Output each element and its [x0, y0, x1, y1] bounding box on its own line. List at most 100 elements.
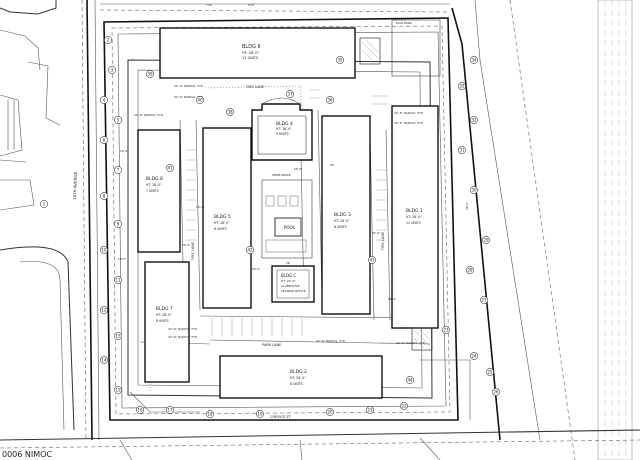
- typ-label-1: TYP.: [247, 3, 254, 7]
- svg-text:23: 23: [443, 328, 449, 333]
- keynote-tag: 41: [166, 164, 174, 172]
- keynote-tag: 40: [196, 96, 204, 104]
- dimension-7: 18'-0": [118, 257, 127, 261]
- building-4-units: 3 UNITS: [276, 132, 289, 136]
- buildings-layer: BLDG 6 HT: 26'-0" 11 UNITS BLDG 4 HT: 16…: [137, 27, 439, 399]
- building-5: [202, 127, 252, 309]
- dimension-11: 26': [330, 163, 335, 167]
- svg-text:15: 15: [115, 388, 121, 393]
- building-1-name: BLDG 1: [406, 208, 423, 214]
- svg-text:19: 19: [257, 412, 263, 417]
- dimension-9: 58'-0": [465, 201, 469, 210]
- building-4-name: BLDG 4: [276, 121, 293, 127]
- svg-text:41: 41: [167, 166, 173, 171]
- keynote-tag: 4: [100, 96, 108, 104]
- building-1-units: 11 UNITS: [406, 221, 421, 225]
- svg-text:13: 13: [115, 334, 121, 339]
- keynote-tag: 30: [470, 186, 478, 194]
- building-3-name: BLDG 3: [334, 212, 351, 218]
- keynote-tag: 9: [114, 220, 122, 228]
- site-details: DOG PARK: [129, 19, 471, 420]
- svg-text:20: 20: [327, 410, 333, 415]
- keynote-tag: 10: [100, 246, 108, 254]
- keynote-tag: 2: [104, 36, 112, 44]
- svg-text:37: 37: [287, 92, 293, 97]
- building-8: [137, 129, 181, 253]
- keynote-tag: 1: [40, 200, 48, 208]
- building-8-units: 7 UNITS: [146, 189, 159, 193]
- svg-text:2: 2: [107, 38, 110, 43]
- svg-text:9: 9: [117, 222, 120, 227]
- building-6: [159, 27, 356, 79]
- keynote-tag: 12: [100, 306, 108, 314]
- keynote-tag: 13: [114, 332, 122, 340]
- leasing-office-label: LEASING OFFICE: [281, 289, 306, 293]
- keynote-tag: 20: [326, 408, 334, 416]
- building-2-height: HT: 28'-0": [290, 376, 306, 380]
- dimension-3: 20'-0": [252, 267, 261, 271]
- keynote-tag: 36: [326, 96, 334, 104]
- keynote-tag: 8: [100, 192, 108, 200]
- pool-area: POOL OPEN SPACE: [261, 173, 313, 259]
- svg-text:42: 42: [247, 248, 253, 253]
- svg-text:28: 28: [467, 268, 473, 273]
- svg-text:12: 12: [101, 308, 107, 313]
- keynote-tag: 39: [146, 70, 154, 78]
- svg-text:16: 16: [137, 408, 143, 413]
- building-8-height: HT: 28'-0": [146, 183, 162, 187]
- radius-note-4: 32'-6" RADIUS, TYP.: [394, 111, 423, 115]
- svg-text:24: 24: [471, 354, 477, 359]
- keynote-tag: 29: [482, 236, 490, 244]
- dimension-1: 24'-0": [182, 243, 191, 247]
- building-8-name: BLDG 8: [146, 176, 163, 182]
- svg-text:39: 39: [147, 72, 153, 77]
- svg-text:34: 34: [471, 58, 477, 63]
- svg-text:3: 3: [111, 68, 114, 73]
- building-7-units: 8 UNITS: [156, 319, 169, 323]
- keynote-tag: 26: [492, 388, 500, 396]
- svg-text:4: 4: [103, 98, 106, 103]
- fire-lane-label-west: FIRE LANE: [191, 242, 195, 260]
- svg-text:14: 14: [101, 358, 107, 363]
- clubhouse-use: CLUBHOUSE: [281, 284, 300, 288]
- typ-label-2: TYP.: [205, 3, 212, 7]
- open-space-label: OPEN SPACE: [272, 173, 291, 177]
- svg-text:7: 7: [117, 168, 120, 173]
- keynote-tag: 37: [286, 90, 294, 98]
- building-2-name: BLDG 2: [290, 369, 307, 375]
- svg-text:44: 44: [407, 378, 413, 383]
- building-5-name: BLDG 5: [214, 214, 231, 220]
- building-5-units: 8 UNITS: [214, 227, 227, 231]
- keynote-tag: 15: [114, 386, 122, 394]
- svg-text:43: 43: [369, 258, 375, 263]
- keynote-tag: 22: [400, 402, 408, 410]
- svg-text:32: 32: [471, 118, 477, 123]
- keynote-tag: 3: [108, 66, 116, 74]
- keynote-tag: 42: [246, 246, 254, 254]
- keynote-tag: 23: [442, 326, 450, 334]
- svg-text:8: 8: [103, 194, 106, 199]
- building-6-units: 11 UNITS: [242, 56, 259, 60]
- svg-text:11: 11: [115, 278, 121, 283]
- keynote-tag: 18: [206, 410, 214, 418]
- svg-text:27: 27: [481, 298, 487, 303]
- building-6-name: BLDG 6: [242, 44, 261, 50]
- radius-note-5: 32'-6" RADIUS, TYP.: [394, 121, 423, 125]
- dimension-4: 20'-0": [294, 167, 303, 171]
- building-3-height: HT: 28'-0": [334, 219, 350, 223]
- building-1-height: HT: 28'-0": [406, 215, 422, 219]
- keynote-tag: 35: [336, 56, 344, 64]
- svg-text:30: 30: [471, 188, 477, 193]
- svg-text:21: 21: [367, 408, 373, 413]
- building-7-height: HT: 28'-0": [156, 313, 172, 317]
- svg-text:26: 26: [493, 390, 499, 395]
- building-6-height: HT: 26'-0": [242, 51, 260, 55]
- svg-text:31: 31: [459, 148, 465, 153]
- svg-text:36: 36: [327, 98, 333, 103]
- building-7: [144, 261, 190, 383]
- svg-text:33: 33: [459, 84, 465, 89]
- building-3: [321, 115, 371, 315]
- svg-text:6: 6: [103, 138, 106, 143]
- street-south-label: CREVICE ST: [270, 415, 292, 419]
- dimension-10: 26': [286, 261, 291, 265]
